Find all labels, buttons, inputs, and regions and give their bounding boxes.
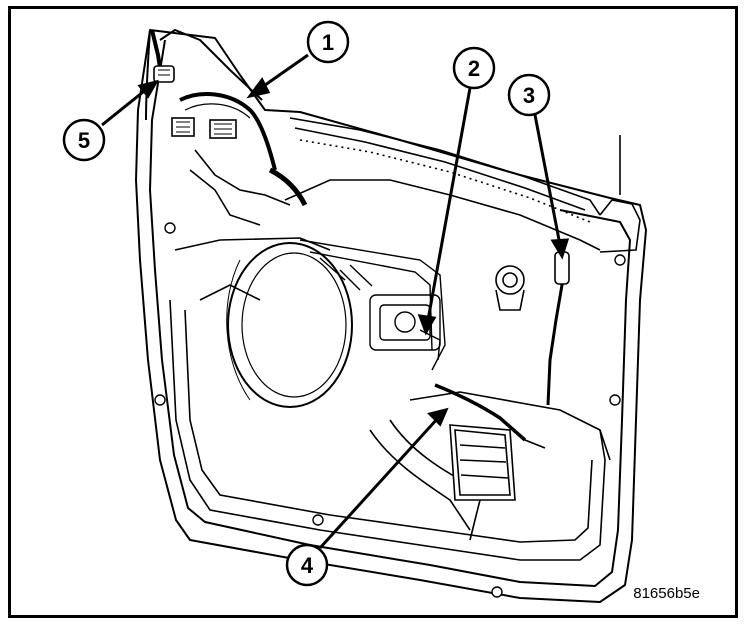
callout-3-label: 3 (523, 83, 535, 108)
regulator-mechanism (299, 239, 446, 371)
inner-door-panel (169, 237, 611, 561)
figure-border (8, 6, 738, 618)
fasteners (154, 222, 626, 598)
belt-line-panel (284, 117, 641, 253)
speaker-opening (226, 242, 353, 408)
door-frame (135, 29, 647, 603)
callout-3: 3 (507, 73, 551, 117)
callout-1: 1 (306, 20, 350, 64)
callout-5-label: 5 (78, 128, 90, 153)
callout-1-label: 1 (322, 30, 334, 55)
latch-cable (434, 383, 546, 449)
callout-5: 5 (62, 118, 106, 162)
callout-2: 2 (452, 46, 496, 90)
wire-harness-connectors (171, 92, 308, 226)
callout-2-label: 2 (468, 56, 480, 81)
harness-clip (150, 29, 175, 83)
figure-id-code: 81656b5e (633, 585, 700, 602)
callout-4-label: 4 (301, 553, 314, 578)
callout-4: 4 (285, 543, 329, 587)
latch-rod (546, 135, 621, 406)
door-handle-bezel (495, 265, 525, 311)
leader-lines (101, 53, 570, 550)
lower-module (449, 424, 516, 541)
